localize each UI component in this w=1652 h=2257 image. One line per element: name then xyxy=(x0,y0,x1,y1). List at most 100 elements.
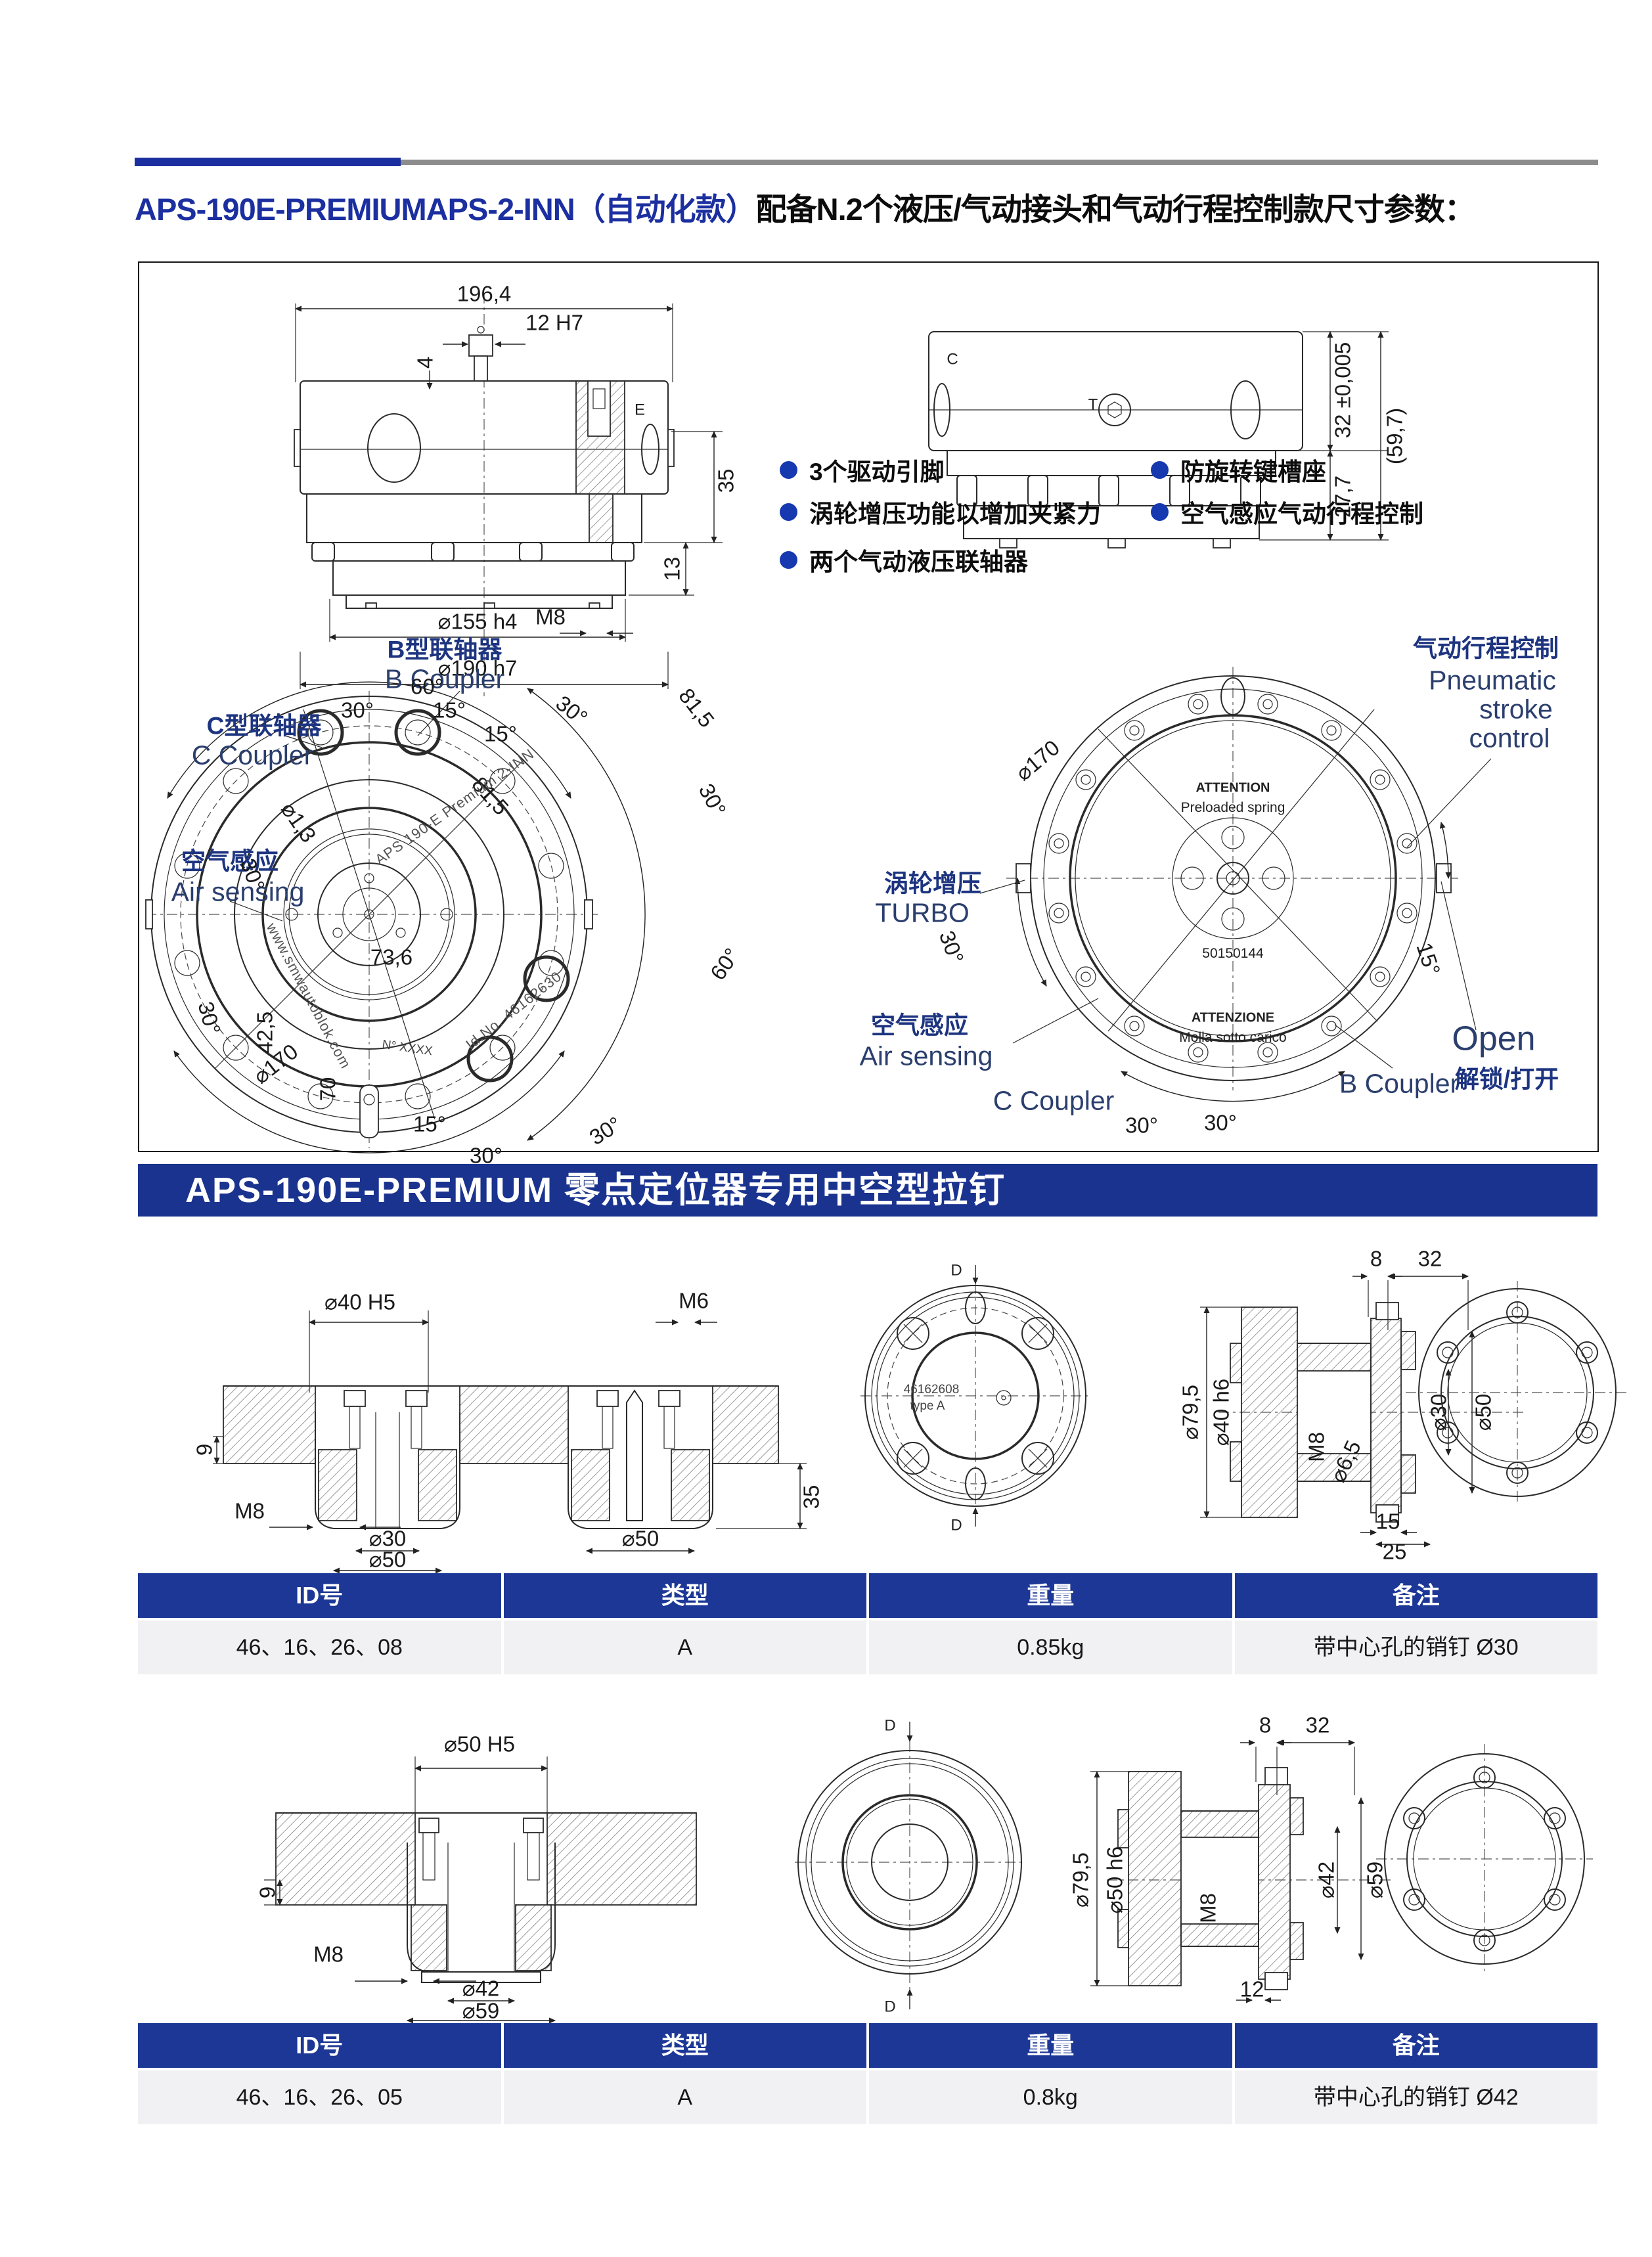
col-id: ID号 xyxy=(138,1573,501,1618)
feature-text: 防旋转键槽座 xyxy=(1180,458,1326,485)
side-view-geometry xyxy=(928,330,1389,548)
stud1-side-geometry xyxy=(1200,1273,1527,1548)
feature-item: 3个驱动引脚 xyxy=(780,452,945,487)
stud1-sectional-geometry xyxy=(213,1310,807,1574)
cell-type: A xyxy=(503,1620,866,1674)
section-banner-title: APS-190E-PREMIUM 零点定位器专用中空型拉钉 xyxy=(185,1171,1006,1210)
label-c-coupler-en: C Coupler xyxy=(191,740,313,771)
cell-id: 46、16、26、05 xyxy=(138,2070,501,2124)
stud1-back-view xyxy=(1366,1261,1652,1537)
table-row: 46、16、26、08 A 0.85kg 带中心孔的销钉 Ø30 xyxy=(138,1620,1597,1674)
view-letter: D xyxy=(950,1516,962,1534)
annotation-en: C Coupler xyxy=(993,1085,1115,1116)
view-letter: C xyxy=(947,350,958,369)
page-title-model: APS-190E-PREMIUMAPS-2-INN（自动化款） xyxy=(135,192,757,227)
view-letter: D xyxy=(884,1998,896,2016)
engraved-text: type A xyxy=(910,1399,945,1414)
dim-label: ⌀40 h6 xyxy=(1209,1378,1234,1446)
view-letter: T xyxy=(1088,395,1098,414)
page-title-desc: 配备N.2个液压/气动接头和气动行程控制款尺寸参数： xyxy=(755,192,1475,227)
dim-label: 32 xyxy=(1418,1246,1442,1271)
feature-text: 3个驱动引脚 xyxy=(809,458,945,485)
annotation-en: B Coupler xyxy=(1339,1068,1460,1099)
dim-label: 42,5 xyxy=(252,1011,277,1054)
feature-text: 涡轮增压功能以增加夹紧力 xyxy=(809,501,1101,527)
view-letter: D xyxy=(950,1261,962,1280)
dim-label: 32 xyxy=(1305,1712,1330,1737)
stud1-disc-geometry xyxy=(860,1265,1090,1527)
spec-table-2: ID号 类型 重量 备注 46、16、26、05 A 0.8kg 带中心孔的销钉… xyxy=(138,2023,1597,2124)
stud2-back-view xyxy=(1340,1721,1629,2003)
dim-label: ⌀50 xyxy=(621,1526,659,1551)
dim-label: ⌀30 xyxy=(368,1526,407,1551)
annotation-en: stroke xyxy=(1479,694,1553,725)
dim-label: M6 xyxy=(679,1288,709,1313)
col-note: 备注 xyxy=(1234,1573,1597,1618)
engraved-text: 46162608 xyxy=(903,1383,960,1397)
cell-note: 带中心孔的销钉 Ø30 xyxy=(1234,1620,1597,1674)
stud2-back-geometry xyxy=(1376,1744,1593,1974)
dim-label: M8 xyxy=(535,604,566,629)
dim-label: 30° xyxy=(1204,1110,1237,1135)
stud2-side-geometry xyxy=(1090,1739,1393,2003)
cell-weight: 0.8kg xyxy=(869,2070,1232,2124)
dim-label: 30° xyxy=(1125,1113,1158,1138)
cell-type: A xyxy=(503,2070,866,2124)
dim-label: ⌀155 h4 xyxy=(437,609,518,634)
dim-label: 32 ±0,005 xyxy=(1330,342,1355,439)
accent-bar xyxy=(135,158,401,166)
col-weight: 重量 xyxy=(869,1573,1232,1618)
feature-item: 两个气动液压联轴器 xyxy=(780,542,1028,577)
dim-label: 9 xyxy=(255,1886,280,1899)
dim-label: 8 xyxy=(1259,1712,1272,1737)
spec-table-1: ID号 类型 重量 备注 46、16、26、08 A 0.85kg 带中心孔的销… xyxy=(138,1573,1597,1674)
label-b-coupler-cn: B型联轴器 xyxy=(387,636,502,663)
dim-label: ⌀42 xyxy=(1314,1861,1339,1899)
section-banner: APS-190E-PREMIUM 零点定位器专用中空型拉钉 xyxy=(138,1164,1597,1217)
table-row: 46、16、26、05 A 0.8kg 带中心孔的销钉 Ø42 xyxy=(138,2070,1597,2124)
dim-label: 15° xyxy=(433,698,466,723)
dim-label: M8 xyxy=(234,1498,265,1523)
bullet-icon xyxy=(1151,503,1169,521)
label-unlock-cn: 解锁/打开 xyxy=(1454,1065,1559,1093)
label-open: Open xyxy=(1452,1019,1536,1058)
top-circular-geometry xyxy=(145,681,646,1153)
warning-text: Preloaded spring xyxy=(1180,799,1285,815)
stud1-disc-view: D D 46162608 type A xyxy=(834,1261,1117,1550)
annotation-en: control xyxy=(1469,723,1550,753)
col-weight: 重量 xyxy=(869,2023,1232,2068)
dim-label: ⌀40 H5 xyxy=(324,1289,395,1314)
cell-id: 46、16、26、08 xyxy=(138,1620,501,1674)
feature-text: 空气感应气动行程控制 xyxy=(1180,501,1423,527)
warning-text: Molla sotto carico xyxy=(1179,1029,1287,1045)
dim-label: M8 xyxy=(1304,1432,1329,1462)
view-letter: E xyxy=(634,401,646,419)
label-turbo-cn: 涡轮增压 xyxy=(884,870,981,897)
annotation-cn: 空气感应 xyxy=(871,1012,968,1039)
feature-item: 涡轮增压功能以增加夹紧力 xyxy=(780,494,1101,529)
feature-item: 防旋转键槽座 xyxy=(1151,452,1326,487)
cell-weight: 0.85kg xyxy=(869,1620,1232,1674)
warning-text: 50150144 xyxy=(1202,945,1264,961)
dim-label: ⌀50 H5 xyxy=(444,1732,515,1756)
dim-label: 73,6 xyxy=(370,945,413,970)
label-turbo-en: TURBO xyxy=(875,897,970,928)
bottom-circular-geometry xyxy=(979,667,1492,1102)
dim-label: ⌀59 xyxy=(462,1998,500,2023)
warning-text: ATTENTION xyxy=(1195,780,1270,795)
dim-label: 15° xyxy=(413,1111,446,1136)
bullet-icon xyxy=(780,460,797,479)
spec-table-2-header: ID号 类型 重量 备注 xyxy=(138,2023,1597,2068)
annotation-en: Pneumatic xyxy=(1429,665,1556,696)
dim-label: ⌀50 xyxy=(368,1547,407,1572)
dim-label: ⌀190 h7 xyxy=(437,656,518,681)
cell-note: 带中心孔的销钉 Ø42 xyxy=(1234,2070,1597,2124)
